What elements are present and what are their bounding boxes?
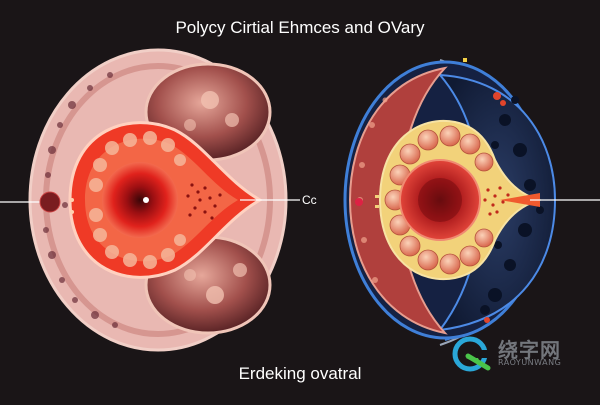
left-stalk-knob — [39, 191, 61, 213]
diagram-title: Polycy Cirtial Ehmces and OVary — [175, 18, 425, 37]
diagram-caption: Erdeking ovatral — [238, 364, 362, 383]
right-speckle-patch — [483, 186, 510, 216]
watermark-english-text: RAOYUNWANG — [498, 358, 562, 367]
side-label: Cc — [302, 193, 317, 207]
watermark-chinese-text: 绕字网 — [498, 338, 561, 362]
left-speckle-patch — [186, 183, 222, 220]
left-follicle-ring — [89, 131, 186, 269]
left-central-follicle — [102, 162, 178, 238]
right-left-markers — [375, 195, 379, 208]
left-ovary-diagram — [0, 48, 300, 352]
watermark-logo-icon — [452, 336, 492, 372]
right-ovary-diagram — [343, 58, 600, 346]
right-cyst-spots — [480, 96, 544, 315]
left-cortex-speckles — [43, 72, 118, 328]
watermark: 绕字网 RAOYUNWANG — [448, 332, 598, 378]
